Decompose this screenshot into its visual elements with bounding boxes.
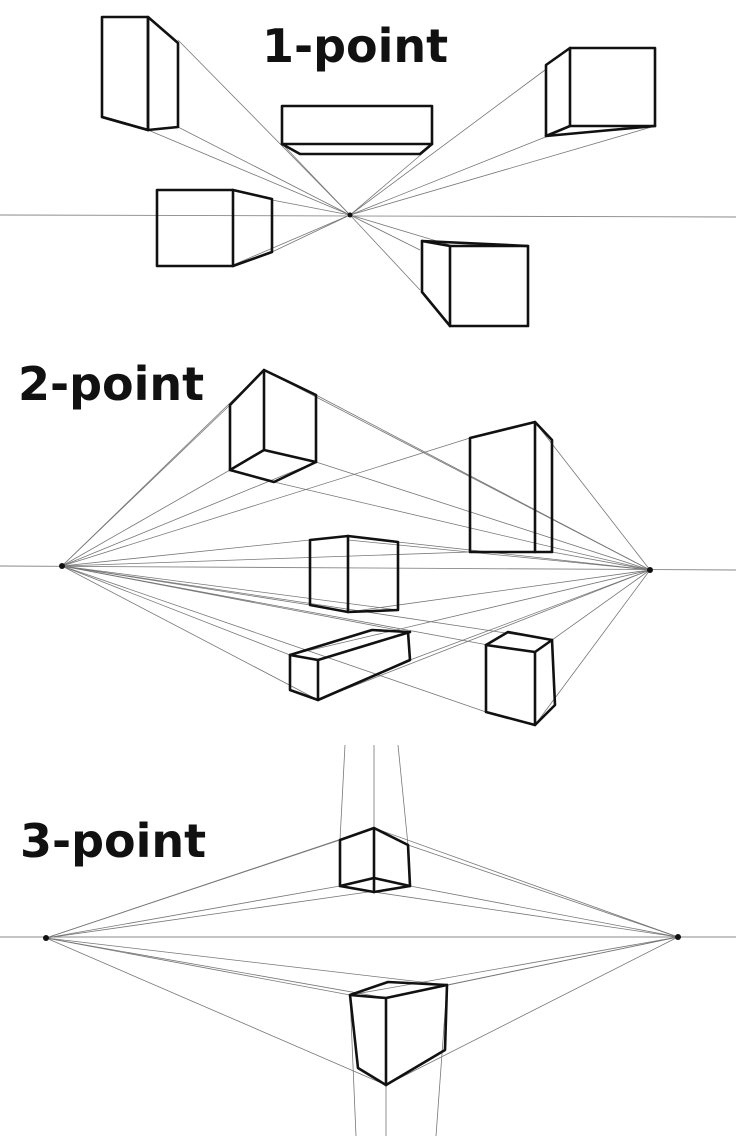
one-point-box-top-center (280, 104, 434, 156)
two-point-guidelines (61, 369, 651, 726)
two-point-box-upper-left (228, 368, 318, 484)
one-point-horizon (0, 214, 736, 218)
two-point-left-vanishing-point (59, 563, 65, 569)
two-point-section: 2-point (0, 357, 736, 727)
three-point-right-vanishing-point (675, 934, 681, 940)
one-point-box-bottom-right (420, 239, 530, 328)
two-point-box-lower-right (484, 630, 557, 727)
one-point-box-middle-left (155, 188, 274, 268)
two-point-box-lower-flat (288, 628, 412, 702)
two-point-right-vanishing-point (647, 567, 653, 573)
one-point-guidelines (147, 39, 656, 291)
two-point-box-center (308, 534, 400, 614)
three-point-guidelines (45, 744, 679, 1136)
one-point-box-top-left (100, 15, 180, 132)
one-point-box-top-right (544, 46, 657, 138)
two-point-horizon (0, 565, 736, 571)
three-point-box-upper (338, 826, 412, 894)
three-point-left-vanishing-point (43, 935, 49, 941)
three-point-box-lower (348, 980, 449, 1087)
two-point-box-tall-right (468, 420, 554, 554)
one-point-title: 1-point (262, 19, 448, 73)
one-point-vanishing-point (347, 212, 353, 218)
one-point-section: 1-point (0, 15, 736, 328)
three-point-section: 3-point (0, 744, 736, 1136)
two-point-title: 2-point (18, 357, 204, 411)
three-point-title: 3-point (20, 814, 206, 868)
